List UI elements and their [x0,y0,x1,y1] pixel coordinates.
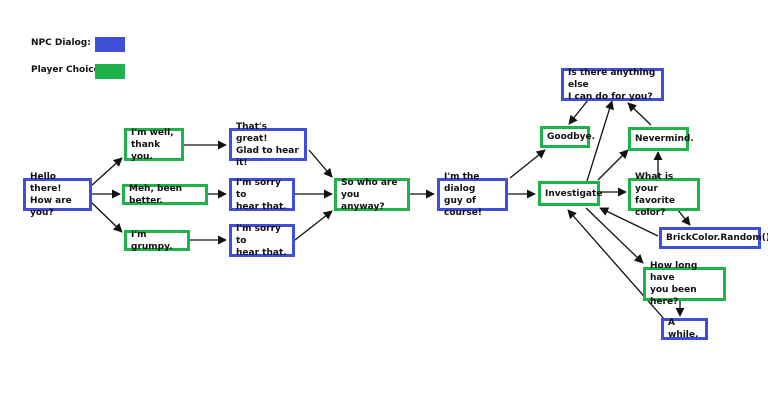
legend-npc-label: NPC Dialog: [31,38,91,48]
arrow-favcolor-random [676,208,691,226]
legend-npc-swatch [95,37,125,52]
player-node-goodbye: Goodbye. [540,126,595,148]
arrow-investigate-anything [586,100,614,182]
npc-node-great: That's great! Glad to hear it! [229,122,307,168]
legend-player-swatch [95,64,125,79]
arrow-hello-grumpy [90,201,123,233]
arrow-hello-well [90,157,123,187]
npc-node-anything-else: Is there anything else I can do for you? [561,68,664,102]
arrow-random-investigate [599,207,659,237]
player-node-how-long: How long have you been here? [643,261,726,307]
legend-player-label: Player Choice: [31,65,104,75]
npc-node-random-color: BrickColor.Random() [659,227,768,249]
player-node-investigate: Investigate [538,181,602,206]
arrow-sorry2-who [294,210,333,241]
player-node-meh: Meh, been better. [122,184,208,206]
arrow-investigate-howlong [585,207,644,264]
arrow-dialogguy-goodbye [509,149,546,179]
arrow-anything-goodbye [568,99,589,125]
npc-node-dialog-guy: I'm the dialog guy of course! [437,172,508,218]
arrow-awhile-investigate [567,209,666,321]
npc-node-sorry1: I'm sorry to hear that. [229,178,295,212]
player-node-who: So who are you anyway? [334,178,410,212]
player-node-nevermind: Nevermind. [628,127,694,151]
arrow-great-who [308,149,333,178]
npc-node-hello: Hello there! How are you? [23,172,92,218]
arrow-investigate-nevermind [597,149,629,181]
player-node-well: I'm well, thank you. [124,128,184,162]
player-node-grumpy: I'm grumpy. [124,230,190,252]
npc-node-a-while: A while. [661,318,708,340]
arrow-nevermind-anything [627,102,652,126]
npc-node-sorry2: I'm sorry to hear that. [229,224,295,258]
player-node-fav-color: What is your favorite color? [628,172,700,218]
